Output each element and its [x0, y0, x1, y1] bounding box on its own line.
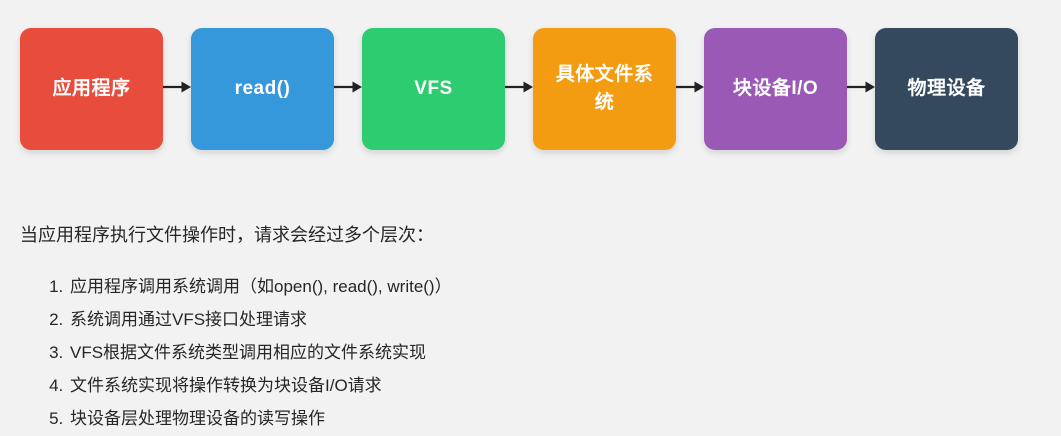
flow-node: 应用程序 — [20, 28, 163, 150]
arrow-right-icon — [334, 79, 362, 100]
arrow-right-icon — [676, 79, 704, 100]
flow-node-label: 物理设备 — [907, 78, 986, 100]
flow-node: 具体文件系 统 — [533, 28, 676, 150]
flow-node-label: 应用程序 — [52, 78, 131, 100]
flow-node-label: 具体文件系 统 — [555, 64, 654, 113]
arrow-right-icon — [163, 79, 191, 100]
intro-text: 当应用程序执行文件操作时，请求会经过多个层次： — [20, 225, 434, 245]
list-item: VFS根据文件系统类型调用相应的文件系统实现 — [68, 336, 1041, 369]
list-item: 应用程序调用系统调用（如open(), read(), write()） — [68, 270, 1041, 303]
flow-diagram: 应用程序 read() VFS 具体文件系 统 块设备I/O 物理设备 — [0, 0, 1061, 150]
flow-node-label: 块设备I/O — [732, 78, 819, 100]
flow-node: 物理设备 — [875, 28, 1018, 150]
arrow-right-icon — [847, 79, 875, 100]
list-item: 块设备层处理物理设备的读写操作 — [68, 402, 1041, 435]
list-item: 文件系统实现将操作转换为块设备I/O请求 — [68, 369, 1041, 402]
list-item: 系统调用通过VFS接口处理请求 — [68, 303, 1041, 336]
flow-node: read() — [191, 28, 334, 150]
flow-node-label: VFS — [414, 78, 453, 100]
steps-list: 应用程序调用系统调用（如open(), read(), write()）系统调用… — [20, 270, 1041, 435]
arrow-right-icon — [505, 79, 533, 100]
description-section: 当应用程序执行文件操作时，请求会经过多个层次： 应用程序调用系统调用（如open… — [0, 222, 1061, 435]
flow-node: 块设备I/O — [704, 28, 847, 150]
flow-node-label: read() — [234, 78, 291, 100]
flow-node: VFS — [362, 28, 505, 150]
